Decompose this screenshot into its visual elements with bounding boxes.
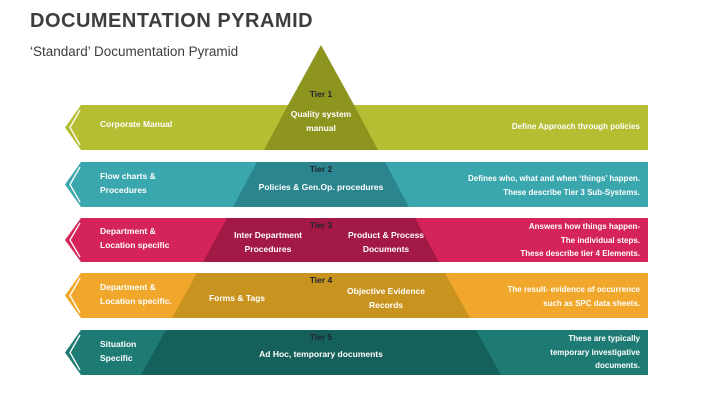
tier2-left-label: Flow charts & Procedures [100, 171, 156, 195]
tier4-pyramid-text-right: Objective Evidence Records [347, 286, 425, 310]
tier5-left-label: Situation Specific [100, 339, 137, 363]
tier2-heading: Tier 2 [309, 164, 333, 174]
tier5-pyramid-text: Ad Hoc, temporary documents [259, 349, 383, 359]
chevron-notch-icon [69, 166, 81, 203]
tier4-left-label: Department & Location specific. [100, 282, 172, 306]
tier5-heading: Tier 5 [309, 332, 333, 342]
tier4-pyramid-text-left: Forms & Tags [208, 293, 266, 303]
chevron-notch-icon [69, 277, 81, 314]
tier3-pyramid-text-right: Product & Process Documents [347, 230, 425, 254]
pyramid-tier5-section [141, 330, 501, 375]
tier3-right-description: Answers how things happen- The individua… [520, 222, 640, 258]
tier5-right-description: These are typically temporary investigat… [550, 334, 640, 370]
chevron-notch-icon [69, 109, 81, 146]
pyramid-tier4-section [172, 273, 470, 318]
chevron-notch-icon [69, 334, 81, 371]
tier1-pyramid-text: Quality system manual [290, 109, 352, 133]
tier1-right-description: Define Approach through policies [511, 122, 640, 131]
tier1-heading: Tier 1 [309, 89, 333, 99]
tier1-left-label: Corporate Manual [100, 119, 173, 129]
tier3-heading: Tier 3 [309, 220, 333, 230]
tier2-pyramid-text: Policies & Gen.Op. procedures [258, 182, 384, 192]
tier3-pyramid-text-left: Inter Department Procedures [233, 230, 303, 254]
chevron-notch-icon [69, 222, 81, 258]
tier3-left-label: Department & Location specific [100, 226, 170, 250]
page-subtitle: ‘Standard’ Documentation Pyramid [30, 44, 239, 59]
pyramid-tier3-section [203, 218, 439, 262]
page-title: DOCUMENTATION PYRAMID [30, 10, 314, 32]
tier4-heading: Tier 4 [309, 275, 333, 285]
pyramid-tier2-section [233, 162, 409, 207]
tier4-right-description: The result- evidence of occurrence such … [507, 285, 641, 308]
tier2-right-description: Defines who, what and when ‘things’ happ… [467, 174, 640, 197]
